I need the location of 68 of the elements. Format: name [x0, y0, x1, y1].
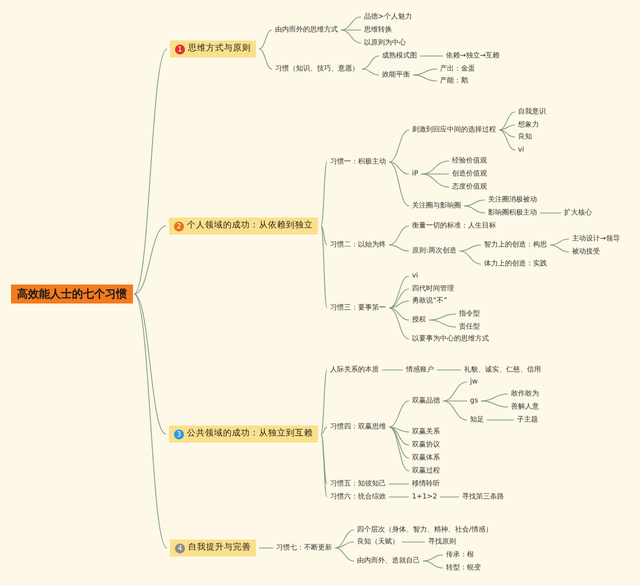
connector-line	[464, 206, 486, 214]
connector-line	[134, 294, 168, 548]
branch-box	[170, 40, 256, 58]
connector-line	[388, 308, 410, 340]
connector-line	[458, 250, 482, 264]
connector-line	[340, 30, 362, 44]
connector-line	[320, 434, 328, 484]
connector-line	[428, 320, 456, 328]
connector-line	[550, 244, 570, 252]
connector-line	[498, 124, 516, 130]
connector-line	[320, 162, 328, 226]
connector-line	[420, 174, 450, 188]
connector-line	[388, 162, 410, 206]
connector-line	[422, 560, 444, 568]
connector-line	[134, 226, 166, 294]
connector-line	[540, 212, 562, 214]
connector-line	[388, 162, 410, 174]
connector-line	[388, 244, 410, 252]
connector-line	[498, 130, 516, 138]
connector-line	[498, 112, 516, 130]
connector-line	[388, 496, 410, 498]
connector-line	[440, 496, 460, 498]
connector-line	[334, 548, 354, 562]
branch-box	[170, 540, 256, 556]
branch-box	[169, 426, 318, 442]
connector-line	[412, 74, 438, 82]
connector-line	[464, 200, 486, 206]
connector-line	[320, 370, 328, 434]
connector-line	[320, 226, 328, 246]
connector-line	[340, 16, 362, 30]
connector-line	[442, 400, 468, 420]
connector-line	[442, 382, 468, 402]
connector-line	[362, 68, 380, 76]
connector-line	[388, 426, 410, 472]
connector-line	[334, 542, 354, 548]
connector-line	[258, 30, 272, 50]
connector-line	[320, 434, 328, 498]
connector-line	[334, 530, 354, 548]
connector-line	[134, 294, 166, 434]
root-box: 高效能人士的七个习惯	[11, 284, 133, 304]
connector-line	[258, 48, 272, 70]
connector-line	[388, 426, 410, 458]
connector-line	[388, 400, 410, 428]
connector-line	[388, 426, 410, 446]
connector-line	[362, 56, 380, 70]
connector-line	[388, 308, 410, 320]
branch-title: 思维方式与原则	[188, 44, 251, 54]
branch-box	[169, 218, 318, 234]
branch-title: 自我提升与完善	[188, 542, 251, 554]
connector-line	[134, 48, 168, 294]
branch-title: 个人领域的成功：从依赖到独立	[187, 220, 313, 232]
connector-line	[428, 314, 456, 320]
connector-line	[388, 226, 410, 246]
connector-line	[320, 426, 328, 434]
connector-line	[458, 244, 482, 252]
connector-line	[320, 226, 328, 308]
connector-line	[388, 288, 410, 308]
connector-line	[480, 400, 508, 408]
branch-title: 公共领域的成功：从独立到互赖	[187, 428, 313, 440]
connector-line	[388, 426, 410, 432]
connector-line	[498, 130, 516, 150]
connector-line	[412, 68, 438, 76]
connector-line	[422, 554, 444, 562]
connector-line	[388, 130, 410, 162]
connector-line	[550, 238, 570, 246]
connector-line	[388, 276, 410, 308]
connector-line	[388, 300, 410, 308]
connector-line	[442, 400, 468, 402]
